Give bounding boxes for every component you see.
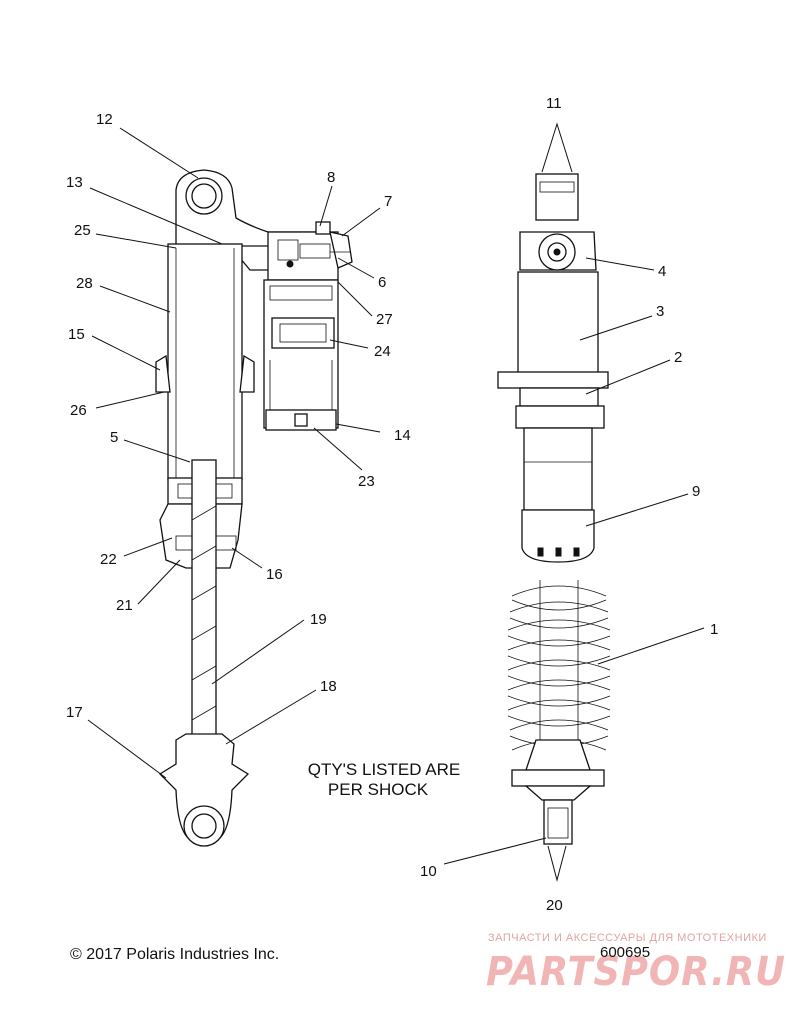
callout-15: 15: [68, 326, 85, 343]
callout-17: 17: [66, 704, 83, 721]
watermark: ЗАПЧАСТИ И АКСЕССУАРЫ ДЛЯ МОТОТЕХНИКИ PA…: [486, 932, 786, 995]
copyright-text: © 2017 Polaris Industries Inc.: [70, 946, 279, 963]
callout-11: 11: [546, 95, 562, 112]
qty-note-line-2: PER SHOCK: [328, 780, 429, 799]
callout-8: 8: [327, 169, 335, 186]
callout-6: 6: [378, 274, 386, 291]
callout-24: 24: [374, 343, 391, 360]
part-number: 600695: [600, 944, 650, 961]
callout-22: 22: [100, 551, 117, 568]
callout-1: 1: [710, 621, 718, 638]
callout-23: 23: [358, 473, 375, 490]
callout-28: 28: [76, 275, 93, 292]
callout-20: 20: [546, 897, 563, 914]
watermark-tagline: ЗАПЧАСТИ И АКСЕССУАРЫ ДЛЯ МОТОТЕХНИКИ: [488, 932, 767, 944]
callout-5: 5: [110, 429, 118, 446]
watermark-logo: PARTSPOR.RU: [486, 949, 786, 995]
callout-26: 26: [70, 402, 87, 419]
callout-16: 16: [266, 566, 283, 583]
callout-9: 9: [692, 483, 700, 500]
callout-13: 13: [66, 174, 83, 191]
leader-lines: [87, 127, 705, 865]
callout-18: 18: [320, 678, 337, 695]
qty-note: QTY'S LISTED ARE PER SHOCK: [308, 760, 461, 799]
callout-25: 25: [74, 222, 91, 239]
callout-labels: 1 2 3 4 5 6 7 8 9 10 11 12 13 14 15 16 1…: [66, 95, 718, 914]
callout-27: 27: [376, 311, 393, 328]
callout-7: 7: [384, 193, 392, 210]
callout-10: 10: [420, 863, 437, 880]
callout-2: 2: [674, 349, 682, 366]
callout-21: 21: [116, 597, 133, 614]
callout-19: 19: [310, 611, 327, 628]
callout-12: 12: [96, 111, 113, 128]
qty-note-line-1: QTY'S LISTED ARE: [308, 760, 461, 779]
callout-4: 4: [658, 263, 666, 280]
left-shock-section-view: [155, 169, 353, 847]
right-shock-outside-view: [497, 122, 611, 882]
callout-3: 3: [656, 303, 664, 320]
callout-14: 14: [394, 427, 411, 444]
